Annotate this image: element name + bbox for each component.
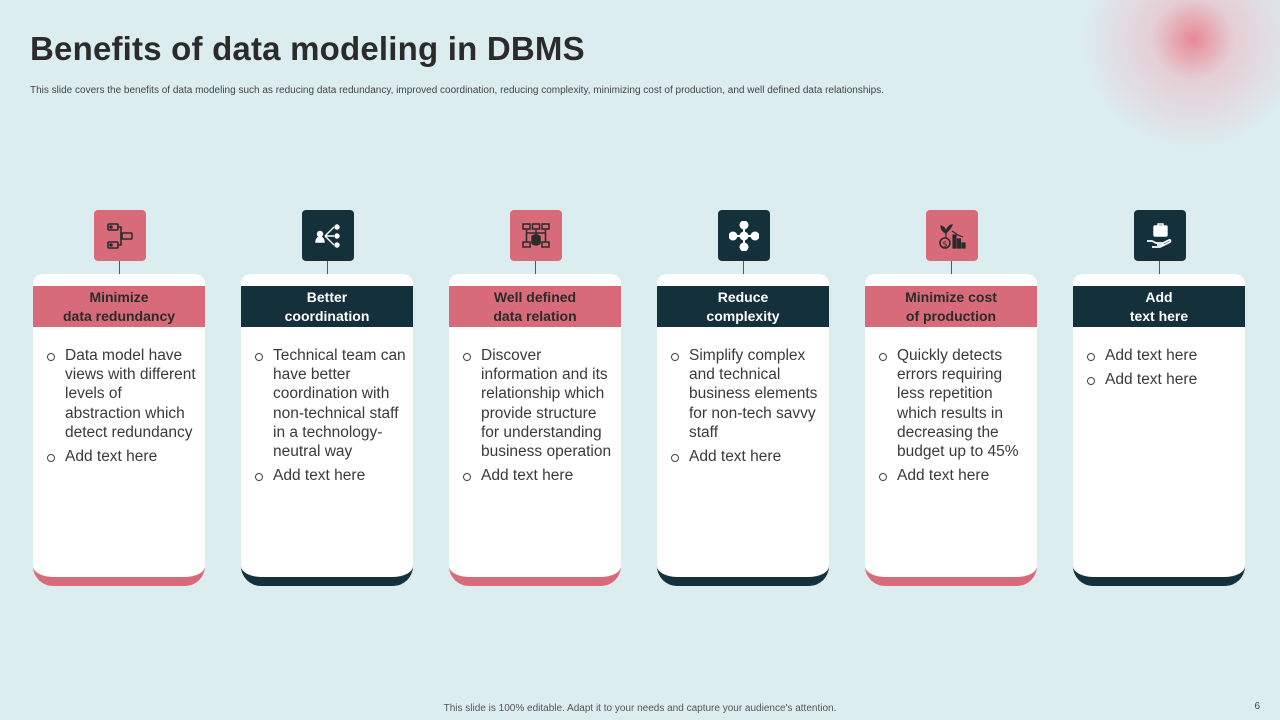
card-heading: Reduce complexity [657,286,829,327]
bullet-list: Data model have views with different lev… [47,346,199,471]
connector-line [535,261,536,274]
bullet-item: Add text here [463,466,615,485]
card-body: Reduce complexity Simplify complex and t… [657,274,829,586]
bullet-list: Add text here Add text here [1087,346,1239,394]
card-body: Add text here Add text here Add text her… [1073,274,1245,586]
benefit-card-4: Reduce complexity Simplify complex and t… [657,210,829,586]
bullet-list: Quickly detects errors requiring less re… [879,346,1031,490]
benefit-card-1: Minimize data redundancy Data model have… [33,210,205,586]
slide-subtitle: This slide covers the benefits of data m… [30,85,884,96]
cost-decrease-icon: $ [926,210,978,261]
benefit-card-3: Well defined data relation Discover info… [449,210,621,586]
bullet-item: Technical team can have better coordinat… [255,346,407,461]
card-body: Better coordination Technical team can h… [241,274,413,586]
card-heading: Well defined data relation [449,286,621,327]
data-relation-icon [510,210,562,261]
bullet-item: Simplify complex and technical business … [671,346,823,442]
bullet-item: Discover information and its relationshi… [463,346,615,461]
bullet-item: Add text here [47,447,199,466]
slide-title: Benefits of data modeling in DBMS [30,30,585,67]
connector-line [951,261,952,274]
card-heading: Minimize cost of production [865,286,1037,327]
bullet-item: Add text here [1087,346,1239,365]
footer-note: This slide is 100% editable. Adapt it to… [443,703,837,714]
card-heading: Add text here [1073,286,1245,327]
card-body: Minimize cost of production Quickly dete… [865,274,1037,586]
connector-line [119,261,120,274]
connector-line [327,261,328,274]
connector-line [743,261,744,274]
hub-nodes-icon [718,210,770,261]
bullet-list: Discover information and its relationshi… [463,346,615,490]
bullet-item: Data model have views with different lev… [47,346,199,442]
benefit-card-2: Better coordination Technical team can h… [241,210,413,586]
card-heading: Better coordination [241,286,413,327]
card-body: Minimize data redundancy Data model have… [33,274,205,586]
flowchart-icon [94,210,146,261]
bullet-list: Simplify complex and technical business … [671,346,823,471]
decorative-blob [1050,0,1280,160]
bullet-item: Add text here [255,466,407,485]
connector-line [1159,261,1160,274]
page-number: 6 [1254,701,1260,712]
bullet-item: Add text here [671,447,823,466]
briefcase-hand-icon [1134,210,1186,261]
card-body: Well defined data relation Discover info… [449,274,621,586]
bullet-item: Add text here [1087,370,1239,389]
bullet-list: Technical team can have better coordinat… [255,346,407,490]
svg-text:$: $ [943,239,948,248]
benefit-card-5: $ Minimize cost of production Quickly de… [865,210,1037,586]
bullet-item: Quickly detects errors requiring less re… [879,346,1031,461]
bullet-item: Add text here [879,466,1031,485]
benefit-card-6: Add text here Add text here Add text her… [1073,210,1245,586]
team-network-icon [302,210,354,261]
card-heading: Minimize data redundancy [33,286,205,327]
